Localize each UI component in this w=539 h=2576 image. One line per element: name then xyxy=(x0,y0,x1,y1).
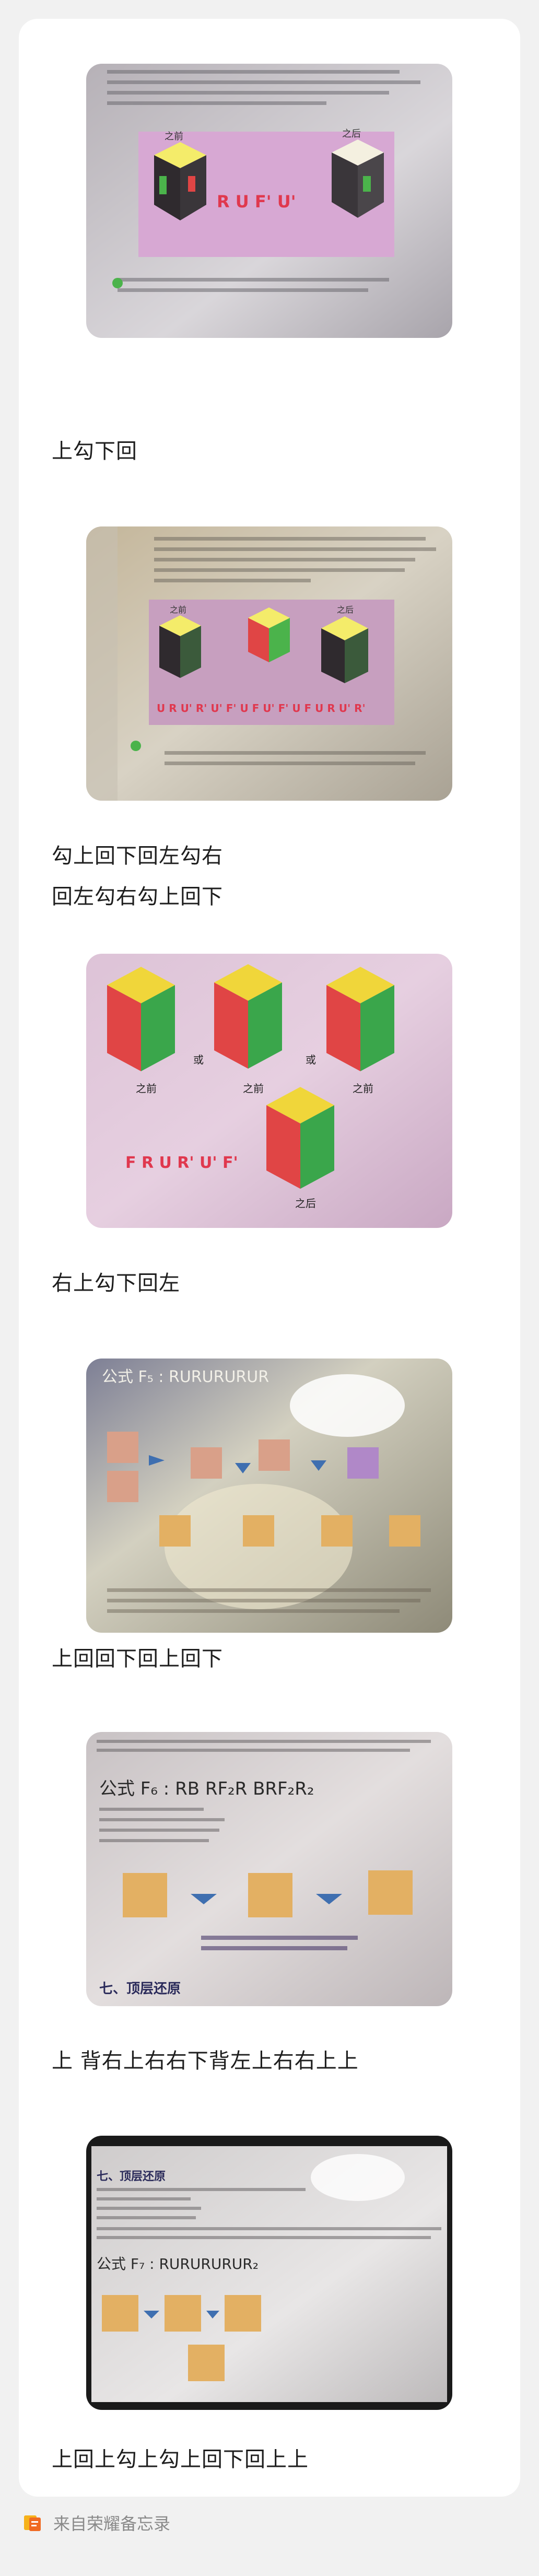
note-line-6: 上 背右上右右下背左上右右上上 xyxy=(52,2049,359,2073)
formula-text: 公式 F₅ : RURURURUR xyxy=(102,1368,269,1386)
footer-source-text: 来自荣耀备忘录 xyxy=(53,2514,171,2534)
note-line-4: 右上勾下回左 xyxy=(52,1271,180,1295)
label-before: 之前 xyxy=(136,1082,157,1095)
photo-1-image: 之前 之后 R U F' U' xyxy=(86,64,452,338)
photo-3[interactable]: 之前 之前 之前 或 或 之后 F R U R' U' F' xyxy=(86,954,452,1228)
label-before: 之前 xyxy=(165,131,183,142)
note-line-1: 上勾下回 xyxy=(52,439,137,463)
formula-text: 公式 F₇ : RURURURUR₂ xyxy=(97,2255,259,2273)
label-before-3: 之前 xyxy=(353,1082,373,1095)
photo-6[interactable]: 七、顶层还原 公式 F₇ : RURURURUR₂ xyxy=(86,2136,452,2410)
section-heading: 七、顶层还原 xyxy=(97,2170,166,2183)
cube-before-1 xyxy=(154,142,206,220)
memo-card: 之前 之后 R U F' U' 上勾下回 xyxy=(19,19,520,2497)
photo-4-image: 公式 F₅ : RURURURUR xyxy=(86,1359,452,1633)
label-after: 之后 xyxy=(337,605,354,615)
label-before-2: 之前 xyxy=(243,1082,264,1095)
section-heading: 七、顶层还原 xyxy=(99,1981,181,1997)
label-before: 之前 xyxy=(170,605,186,615)
photo-5-image: 公式 F₆ : RB RF₂R BRF₂R₂ 七、顶层还原 xyxy=(86,1732,452,2006)
photo-2-image: 之前 之后 U R U' R' U' F' U F U' F' U F U R … xyxy=(86,526,452,801)
photo-2[interactable]: 之前 之后 U R U' R' U' F' U F U' F' U F U R … xyxy=(86,526,452,801)
label-or-1: 或 xyxy=(193,1053,204,1066)
footer: 来自荣耀备忘录 xyxy=(22,2511,170,2534)
formula-text: R U F' U' xyxy=(217,192,296,212)
note-line-7: 上回上勾上勾上回下回上上 xyxy=(52,2448,309,2472)
note-line-2: 勾上回下回左勾右 xyxy=(52,844,223,868)
photo-5[interactable]: 公式 F₆ : RB RF₂R BRF₂R₂ 七、顶层还原 xyxy=(86,1732,452,2006)
label-after: 之后 xyxy=(295,1197,316,1210)
photo-4[interactable]: 公式 F₅ : RURURURUR xyxy=(86,1359,452,1633)
photo-3-image: 之前 之前 之前 或 或 之后 F R U R' U' F' xyxy=(86,954,452,1228)
note-line-3: 回左勾右勾上回下 xyxy=(52,885,223,909)
formula-text: U R U' R' U' F' U F U' F' U F U R U' R' xyxy=(157,702,366,715)
label-after: 之后 xyxy=(342,128,361,139)
label-or-2: 或 xyxy=(306,1053,316,1066)
photo-1[interactable]: 之前 之后 R U F' U' xyxy=(86,64,452,338)
memo-app-icon xyxy=(24,2515,41,2531)
formula-text: 公式 F₆ : RB RF₂R BRF₂R₂ xyxy=(99,1778,314,1799)
photo-6-image: 七、顶层还原 公式 F₇ : RURURURUR₂ xyxy=(86,2136,452,2410)
formula-text: F R U R' U' F' xyxy=(125,1154,238,1172)
note-line-5: 上回回下回上回下 xyxy=(52,1647,223,1671)
cube-after-1 xyxy=(332,139,384,218)
